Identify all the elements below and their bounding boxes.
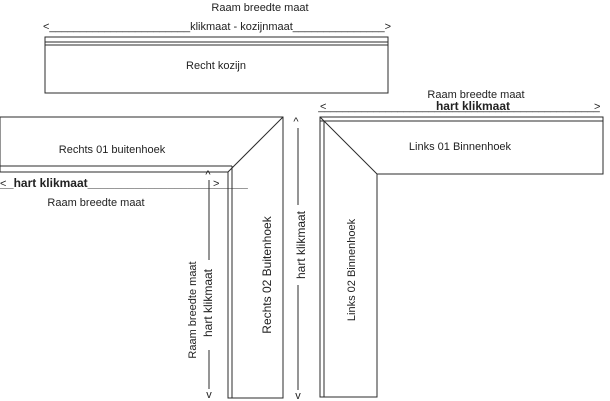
links-miter-line [319,116,378,175]
rechts-01-caption: Rechts 01 buitenhoek [59,144,166,156]
recht-kozijn-caption: Recht kozijn [186,60,246,72]
rechts-vertical-dimension-2: hart klikmaat [201,268,215,337]
links-vertical-arrow-up: ^ [293,116,299,128]
rechts-buitenhoek-group: Rechts 01 buitenhoek Rechts 02 Buitenhoe… [0,116,284,401]
rechts-vertical-arrow-down: v [206,389,212,401]
links-binnenhoek-group: Raam breedte maat < ____________________… [293,89,604,401]
rechts-dimension-label: Raam breedte maat [47,197,144,209]
links-dimension-label: Raam breedte maat [427,89,524,101]
links-arrow-line: ________________________________________… [317,101,600,113]
rechts-arrow-left: < [0,178,6,190]
links-arrow-right: > [594,101,600,113]
links-02-caption: Links 02 Binnenhoek [346,218,358,321]
rechts-arrow-line: ________hart klikmaat___________________… [0,176,248,190]
links-arrow-left: < [320,101,326,113]
rechts-vertical-dimension: Raam breedte maat [187,261,199,358]
rechts-arrow-right: > [213,178,219,190]
recht-kozijn-profile [44,36,389,94]
links-vertical-dimension: hart klikmaat [294,210,308,279]
rechts-vertical-arrow-up: ^ [205,169,211,181]
links-arrow-caption: hart klikmaat [436,99,510,113]
recht-kozijn-group: Raam breedte maat <_____________________… [43,2,391,94]
top-klikmaat-arrow: <_______________________klikmaat - kozij… [43,21,391,33]
rechts-miter-line [227,116,284,173]
links-vertical-arrow-down: v [295,390,301,401]
top-dimension-label: Raam breedte maat [211,2,308,14]
rechts-02-caption: Rechts 02 Buitenhoek [260,215,274,333]
links-01-caption: Links 01 Binnenhoek [409,141,512,153]
